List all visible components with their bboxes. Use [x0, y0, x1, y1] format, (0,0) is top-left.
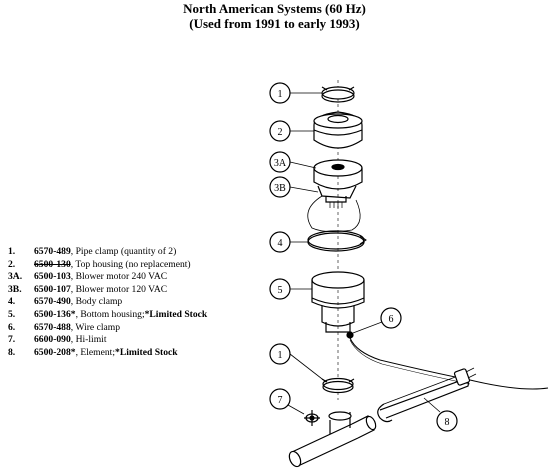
part-description: , Blower motor 120 VAC	[70, 283, 168, 295]
callout-1-top	[269, 82, 291, 104]
diagram-subtitle: (Used from 1991 to early 1993)	[189, 16, 360, 31]
callout-label: 4	[278, 238, 283, 249]
part-row-2: 2. 6500-130, Top housing (no replacement…	[8, 259, 268, 272]
wire-clamp	[346, 331, 549, 390]
part-code: 6600-090	[34, 334, 71, 346]
part-code: 6570-490	[34, 296, 71, 308]
part-description: , Pipe clamp (quantity of 2)	[70, 246, 177, 257]
callout-3b	[269, 176, 291, 198]
part-row-3b: 3B. 6500-107, Blower motor 120 VAC	[8, 284, 268, 297]
callout-2	[269, 120, 291, 142]
pipe-clamp-bottom	[321, 377, 355, 394]
pipe-tee	[288, 411, 377, 468]
part-code-struck: 6500-130	[34, 258, 71, 270]
part-row-8: 8. 6500-208*, Element; *Limited Stock	[8, 347, 268, 360]
part-row-7: 7. 6600-090, Hi-limit	[8, 334, 268, 347]
part-code: 6500-103	[34, 271, 71, 283]
callout-5	[269, 278, 291, 300]
callout-label: 7	[278, 395, 283, 406]
part-description: , Hi-limit	[70, 334, 107, 346]
callout-4	[269, 231, 291, 253]
callout-label: 6	[389, 314, 394, 325]
part-description: , Top housing (no replacement)	[70, 258, 191, 270]
part-code: 6570-488	[34, 321, 71, 333]
callout-label: 1	[278, 89, 283, 100]
part-number: 3B.	[8, 283, 22, 295]
callout-3a	[269, 151, 291, 173]
part-row-1: 1. 6570-489, Pipe clamp (quantity of 2)	[8, 246, 268, 259]
part-number: 3A.	[8, 271, 23, 283]
heating-element	[377, 367, 477, 423]
callout-6	[380, 307, 402, 329]
callout-8	[436, 410, 458, 432]
part-row-5: 5. 6500-136*, Bottom housing; *Limited S…	[8, 309, 268, 322]
part-row-4: 4. 6570-490, Body clamp	[8, 296, 268, 309]
part-row-3a: 3A. 6500-103, Blower motor 240 VAC	[8, 271, 268, 284]
bottom-housing	[311, 271, 365, 333]
part-number: 1.	[8, 246, 16, 257]
part-description: , Body clamp	[70, 296, 123, 308]
part-code: 6500-208*	[34, 346, 76, 358]
top-housing	[313, 111, 363, 149]
part-number: 8.	[8, 346, 16, 358]
part-description: , Blower motor 240 VAC	[70, 271, 168, 283]
pipe-clamp-top	[321, 86, 355, 103]
body-clamp	[307, 230, 367, 252]
callout-label: 2	[278, 127, 283, 138]
part-number: 7.	[8, 334, 16, 346]
part-code: 6570-489	[34, 246, 71, 257]
blower-motor	[307, 159, 363, 232]
callout-label: 8	[445, 417, 450, 428]
callout-label: 5	[278, 285, 283, 296]
callout-label: 3A	[274, 158, 287, 169]
part-number: 2.	[8, 258, 16, 270]
callout-1-bottom	[269, 343, 291, 365]
part-code: 6500-107	[34, 283, 71, 295]
callout-7	[269, 388, 291, 410]
part-number: 6.	[8, 321, 16, 333]
part-row-6: 6. 6570-488, Wire clamp	[8, 322, 268, 335]
part-number: 5.	[8, 308, 16, 320]
part-description: , Element;	[75, 346, 116, 358]
callout-label: 3B	[274, 183, 286, 194]
limited-stock-note: *Limited Stock	[115, 346, 178, 358]
callout-label: 1	[278, 350, 283, 361]
part-description: , Bottom housing;	[75, 308, 145, 320]
limited-stock-note: *Limited Stock	[144, 308, 208, 320]
part-number: 4.	[8, 296, 16, 308]
diagram-title: North American Systems (60 Hz)	[183, 1, 366, 16]
parts-list: 1. 6570-489, Pipe clamp (quantity of 2) …	[8, 246, 268, 359]
part-description: , Wire clamp	[70, 321, 121, 333]
hi-limit	[304, 410, 320, 426]
part-code: 6500-136*	[34, 308, 76, 320]
